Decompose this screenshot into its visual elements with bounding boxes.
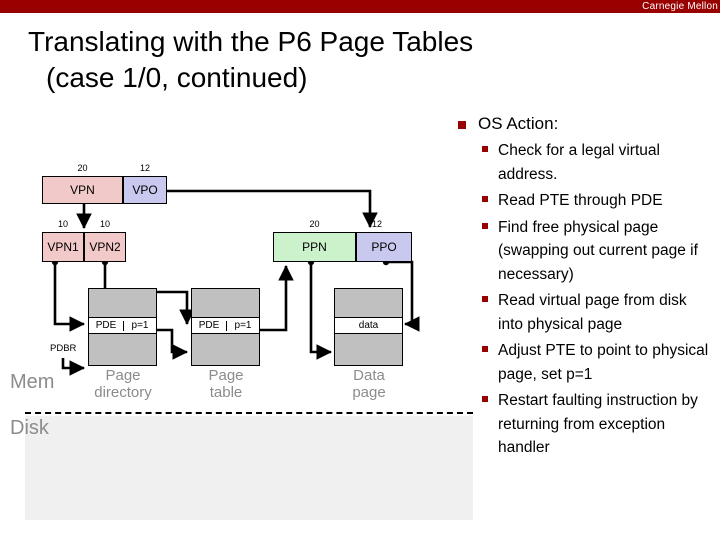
page-directory-entry-name: PDE — [89, 320, 124, 331]
bullet-square-icon — [482, 222, 488, 229]
address-translation-diagram: 20 12 VPN VPO 10 10 VPN1 VPN2 20 12 PPN … — [10, 163, 473, 520]
brand-banner: Carnegie Mellon — [0, 0, 720, 13]
bullet-square-icon — [482, 346, 488, 352]
mem-label: Mem — [10, 371, 55, 393]
page-table-caption: Page table — [181, 367, 271, 401]
os-action-step: Adjust PTE to point to physical page, se… — [452, 339, 714, 386]
page-title-line-1: Translating with the P6 Page Tables — [28, 26, 474, 57]
os-action-step: Restart faulting instruction by returnin… — [452, 389, 714, 460]
os-action-step-label: Restart faulting instruction by returnin… — [498, 392, 698, 456]
vpn-field: VPN — [42, 176, 123, 204]
data-page-entry: data — [334, 317, 403, 334]
data-page-caption: Data page — [324, 367, 414, 401]
os-action-step: Check for a legal virtual address. — [452, 139, 714, 186]
bullet-square-icon — [482, 296, 488, 302]
mem-disk-divider — [25, 412, 473, 414]
page-table-entry-present: p=1 — [234, 319, 252, 331]
vpn1-field: VPN1 — [42, 232, 84, 262]
disk-label: Disk — [10, 417, 49, 439]
os-action-panel: OS Action: Check for a legal virtual add… — [452, 112, 714, 460]
os-action-step: Find free physical page (swapping out cu… — [452, 216, 714, 287]
ppo-bit-label: 12 — [372, 219, 383, 229]
os-action-step-list: Check for a legal virtual address. Read … — [452, 139, 714, 460]
ppo-field: PPO — [356, 232, 412, 262]
os-action-step-label: Adjust PTE to point to physical page, se… — [498, 342, 709, 383]
page-table-entry-name: PDE — [192, 320, 227, 331]
disk-region — [25, 416, 473, 520]
vpn2-field: VPN2 — [84, 232, 126, 262]
page-table-caption-line-1: Page — [208, 367, 244, 384]
bullet-square-icon — [482, 396, 488, 402]
page-table-entry: PDE p=1 — [191, 317, 260, 334]
ppn-bit-label: 20 — [309, 219, 320, 229]
page-directory-caption: Page directory — [78, 367, 168, 401]
vpn2-bit-label: 10 — [99, 219, 110, 229]
vpo-bit-label: 12 — [139, 163, 150, 173]
pdbr-label: PDBR — [50, 343, 77, 354]
os-action-step: Read virtual page from disk into physica… — [452, 289, 714, 336]
os-action-step-label: Read PTE through PDE — [498, 192, 663, 209]
page-directory-caption-line-1: Page — [105, 367, 141, 384]
bullet-square-icon — [482, 196, 488, 202]
os-action-heading: OS Action: — [452, 112, 714, 136]
os-action-heading-label: OS Action: — [478, 114, 559, 133]
page-directory-caption-line-2: directory — [94, 384, 152, 401]
bullet-square-icon — [482, 146, 488, 152]
os-action-step-label: Find free physical page (swapping out cu… — [498, 218, 698, 283]
page-title: Translating with the P6 Page Tables (cas… — [28, 24, 498, 96]
os-action-step-label: Check for a legal virtual address. — [498, 142, 660, 183]
os-action-step: Read PTE through PDE — [452, 189, 714, 213]
page-directory-entry: PDE p=1 — [88, 317, 157, 334]
data-page-entry-label: data — [358, 320, 379, 331]
vpn-bit-label: 20 — [77, 163, 88, 173]
brand-banner-label: Carnegie Mellon — [642, 1, 718, 12]
bullet-square-icon — [458, 121, 466, 129]
vpn1-bit-label: 10 — [57, 219, 68, 229]
page-directory-entry-present: p=1 — [131, 319, 149, 331]
vpo-field: VPO — [123, 176, 167, 204]
page-table-caption-line-2: table — [209, 384, 243, 401]
ppn-field: PPN — [273, 232, 356, 262]
page-title-line-2: (case 1/0, continued) — [46, 62, 308, 93]
data-page-caption-line-1: Data — [353, 367, 385, 384]
data-page-caption-line-2: page — [352, 384, 386, 401]
os-action-step-label: Read virtual page from disk into physica… — [498, 292, 687, 333]
